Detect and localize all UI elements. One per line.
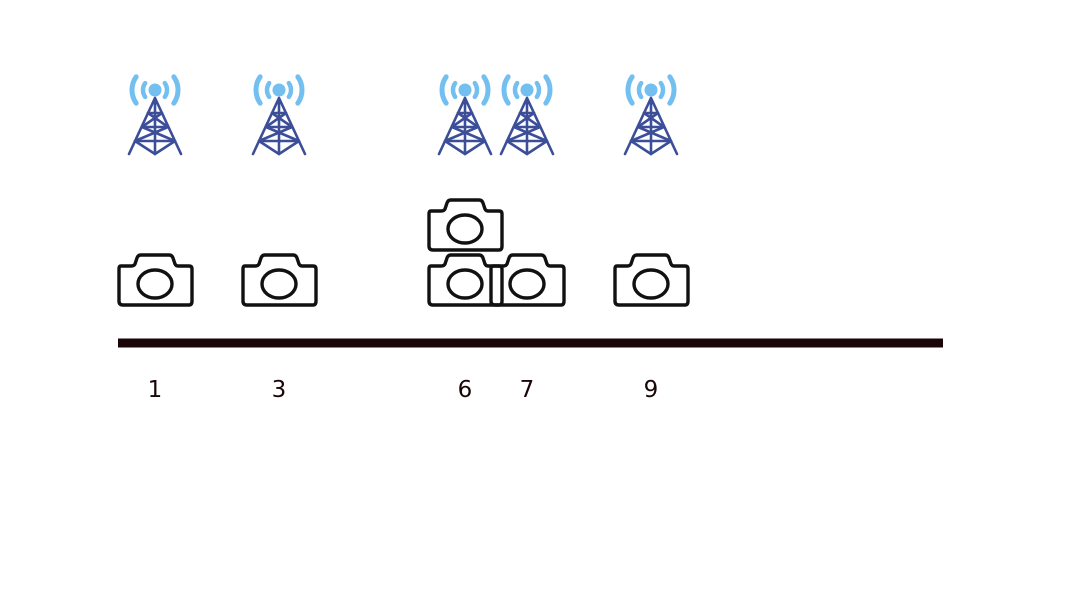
- radio-tower-icon: [623, 74, 679, 156]
- camera-icon: [489, 253, 566, 307]
- camera-icon: [427, 198, 504, 252]
- position-label: 7: [519, 377, 535, 403]
- camera-icon: [427, 253, 504, 307]
- position-label: 9: [643, 377, 659, 403]
- radio-tower-icon: [251, 74, 307, 156]
- camera-icon: [117, 253, 194, 307]
- position-label: 3: [271, 377, 287, 403]
- radio-tower-icon: [499, 74, 555, 156]
- camera-icon: [613, 253, 690, 307]
- towers-group: [127, 74, 679, 156]
- radio-tower-icon: [437, 74, 493, 156]
- cameras-group: [117, 198, 690, 307]
- position-label: 6: [457, 377, 473, 403]
- radio-tower-icon: [127, 74, 183, 156]
- camera-icon: [241, 253, 318, 307]
- position-label: 1: [147, 377, 163, 403]
